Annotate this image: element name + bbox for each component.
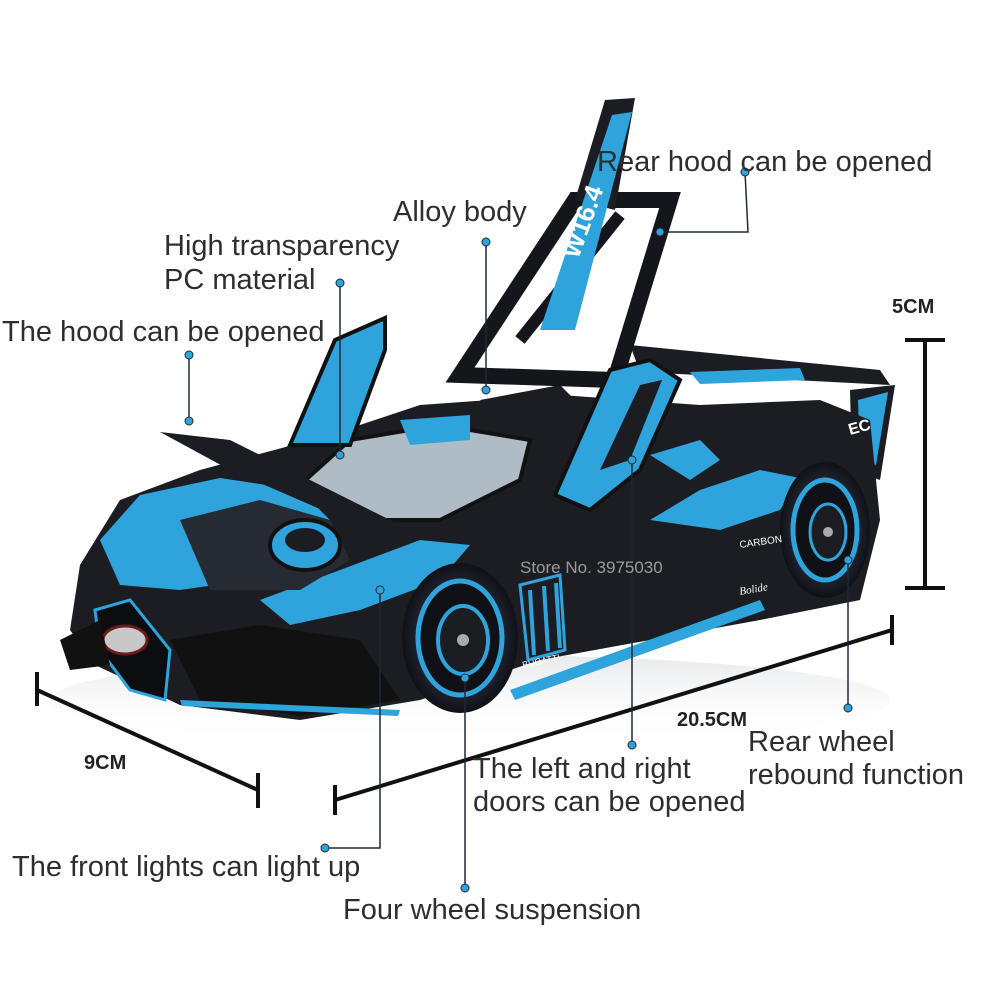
front-wheel <box>402 563 518 713</box>
dimension-width: 9CM <box>84 752 127 774</box>
label-rear-wheel-2: rebound function <box>748 759 965 791</box>
open-door <box>552 357 683 513</box>
script-badge: Bolide <box>738 581 768 598</box>
dimension-length: 20.5CM <box>677 709 748 731</box>
label-front-lights: The front lights can light up <box>12 851 361 883</box>
rear-badge: EC <box>847 417 873 439</box>
leader-dots <box>184 167 853 893</box>
canopy <box>296 385 580 522</box>
leader-lines <box>188 171 849 888</box>
rear-wheel <box>780 462 870 598</box>
label-alloy-body: Alloy body <box>393 196 527 228</box>
label-pc-material-2: PC material <box>164 264 316 296</box>
label-doors-2: doors can be opened <box>473 786 746 818</box>
dimension-height: 5CM <box>892 296 935 318</box>
open-rear-hood <box>445 98 681 389</box>
label-pc-material-1: High transparency <box>164 230 400 262</box>
label-four-wheel: Four wheel suspension <box>343 894 642 926</box>
label-doors-1: The left and right <box>473 753 691 785</box>
watermark: Store No. 3975030 <box>520 558 663 577</box>
label-rear-hood: Rear hood can be opened <box>597 146 933 178</box>
label-hood: The hood can be opened <box>2 316 325 348</box>
dimension-lines <box>35 338 945 815</box>
label-rear-wheel-1: Rear wheel <box>748 726 895 758</box>
